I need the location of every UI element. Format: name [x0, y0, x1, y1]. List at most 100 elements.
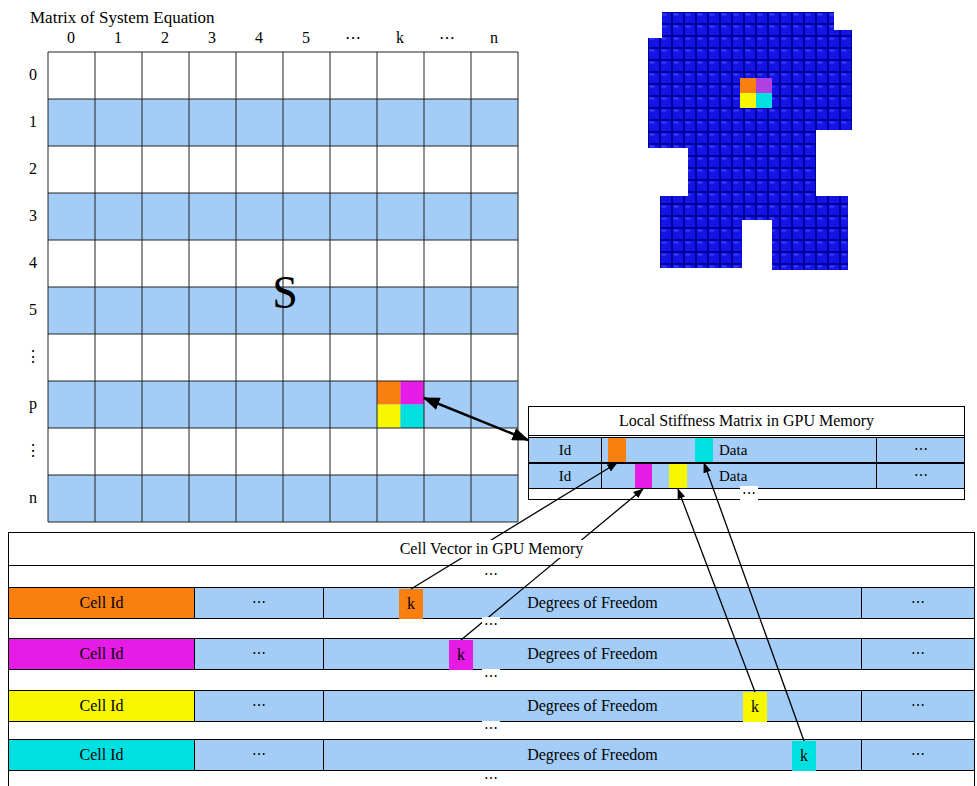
header-cell: 2	[17, 158, 49, 180]
ellipsis-cell: ⋯	[861, 740, 974, 770]
title-cell: Cell Vector in GPU Memory	[9, 533, 974, 566]
ellipsis-cell: ⋯	[194, 639, 323, 669]
ellipsis: ⋯	[909, 698, 927, 713]
header-cell: 4	[17, 252, 49, 274]
dof-index-marker: k	[399, 589, 423, 619]
header-cell: 5	[17, 299, 49, 321]
column-header: 0	[67, 29, 75, 47]
text-label: Degrees of Freedom	[525, 697, 660, 715]
header-cell: k	[384, 27, 416, 49]
index-letter: k	[407, 595, 415, 613]
header-cell: n	[17, 487, 49, 509]
column-header: n	[490, 29, 498, 47]
cell-row: Cell Id⋯Degrees of Freedom⋯k	[9, 587, 974, 619]
system-matrix: Matrix of System EquationS	[48, 52, 518, 522]
cell-id-cell: Cell Id	[9, 639, 194, 669]
ellipsis-cell: ⋯	[876, 464, 964, 488]
header-cell: p	[17, 393, 49, 415]
text-label: Id	[557, 442, 574, 459]
text-label: Cell Id	[80, 697, 124, 715]
ellipsis: ⋯	[250, 747, 268, 762]
row-header: 4	[29, 254, 37, 272]
row-header: ⋮	[25, 442, 41, 460]
marker-text-cell: k	[399, 589, 423, 619]
panel-title: Local Stiffness Matrix in GPU Memory	[617, 412, 876, 430]
ellipsis-cell: ⋯	[861, 639, 974, 669]
dof-cell: Degrees of Freedom	[323, 691, 861, 721]
text-label: Cell Id	[80, 746, 124, 764]
matrix-block	[377, 381, 424, 428]
header-cell: 3	[196, 27, 228, 49]
marker-text-cell: k	[449, 640, 473, 670]
connector-arrow	[704, 463, 804, 741]
stiffness-row: Id⋯Data	[529, 437, 964, 463]
header-cell: 2	[149, 27, 181, 49]
ellipsis-cell: ⋯	[451, 568, 531, 582]
dof-cell: Degrees of Freedom	[323, 740, 861, 770]
ellipsis: ⋯	[482, 567, 500, 582]
dof-index-marker: k	[792, 741, 816, 771]
connector-arrow	[424, 398, 528, 440]
text-label: Data	[717, 468, 749, 485]
cell-row: Cell Id ⋯ Degrees of Freedom ⋯ k	[9, 690, 974, 722]
column-header: 2	[161, 29, 169, 47]
column-header: ⋯	[345, 29, 361, 47]
header-cell: 3	[17, 205, 49, 227]
ellipsis: ⋯	[250, 698, 268, 713]
panel-title: Cell Vector in GPU Memory	[398, 540, 586, 558]
header-cell: ⋮	[17, 346, 49, 368]
title-cell: Matrix of System Equation	[30, 6, 330, 30]
ellipsis-cell: ⋯	[451, 722, 531, 736]
ellipsis: ⋯	[482, 721, 500, 736]
ellipsis-cell: ⋯	[451, 772, 531, 786]
header-cell: n	[478, 27, 510, 49]
text-label: Cell Id	[80, 645, 124, 663]
row-header: 2	[29, 160, 37, 178]
column-header: ⋯	[439, 29, 455, 47]
text-label: Degrees of Freedom	[525, 594, 660, 612]
id-cell: Id	[529, 438, 601, 462]
header-cell: 1	[102, 27, 134, 49]
column-header: 4	[255, 29, 263, 47]
matrix-gridlines	[48, 52, 518, 522]
header-cell: ⋯	[337, 27, 369, 49]
ellipsis-cell: ⋯	[861, 588, 974, 618]
header-cell: 0	[55, 27, 87, 49]
ellipsis-cell: ⋯	[194, 691, 323, 721]
ellipsis-cell: ⋯	[451, 670, 531, 684]
ellipsis-cell: ⋯	[861, 691, 974, 721]
row-header: 0	[29, 66, 37, 84]
header-cell: 4	[243, 27, 275, 49]
ellipsis-cell: ⋯	[451, 618, 531, 632]
entry-marker	[608, 438, 626, 462]
index-letter: k	[751, 698, 759, 716]
ellipsis: ⋯	[250, 646, 268, 661]
marker-text-cell: k	[792, 741, 816, 771]
row-header: 3	[29, 207, 37, 225]
matrix-symbol: S	[272, 268, 298, 319]
id-cell: Id	[529, 464, 601, 488]
header-cell: ⋯	[431, 27, 463, 49]
entry-marker	[635, 464, 652, 488]
matrix-title: Matrix of System Equation	[30, 9, 215, 28]
ellipsis: ⋯	[909, 646, 927, 661]
entry-marker	[669, 464, 687, 488]
text-label: Degrees of Freedom	[525, 645, 660, 663]
cell-id-cell: Cell Id	[9, 588, 194, 618]
ellipsis: ⋯	[909, 747, 927, 762]
ellipsis: ⋯	[909, 595, 927, 610]
connector-arrow	[411, 463, 617, 589]
dof-index-marker: k	[743, 692, 767, 722]
index-letter: k	[800, 747, 808, 765]
column-header: 1	[114, 29, 122, 47]
ellipsis: ⋯	[740, 486, 758, 501]
data-text-cell: Data	[715, 438, 785, 462]
column-header: 3	[208, 29, 216, 47]
header-cell: 0	[17, 64, 49, 86]
ellipsis: ⋯	[912, 468, 930, 483]
index-letter: k	[457, 646, 465, 664]
cell-row: Cell Id ⋯ Degrees of Freedom ⋯ k	[9, 739, 974, 771]
text-label: Data	[717, 442, 749, 459]
